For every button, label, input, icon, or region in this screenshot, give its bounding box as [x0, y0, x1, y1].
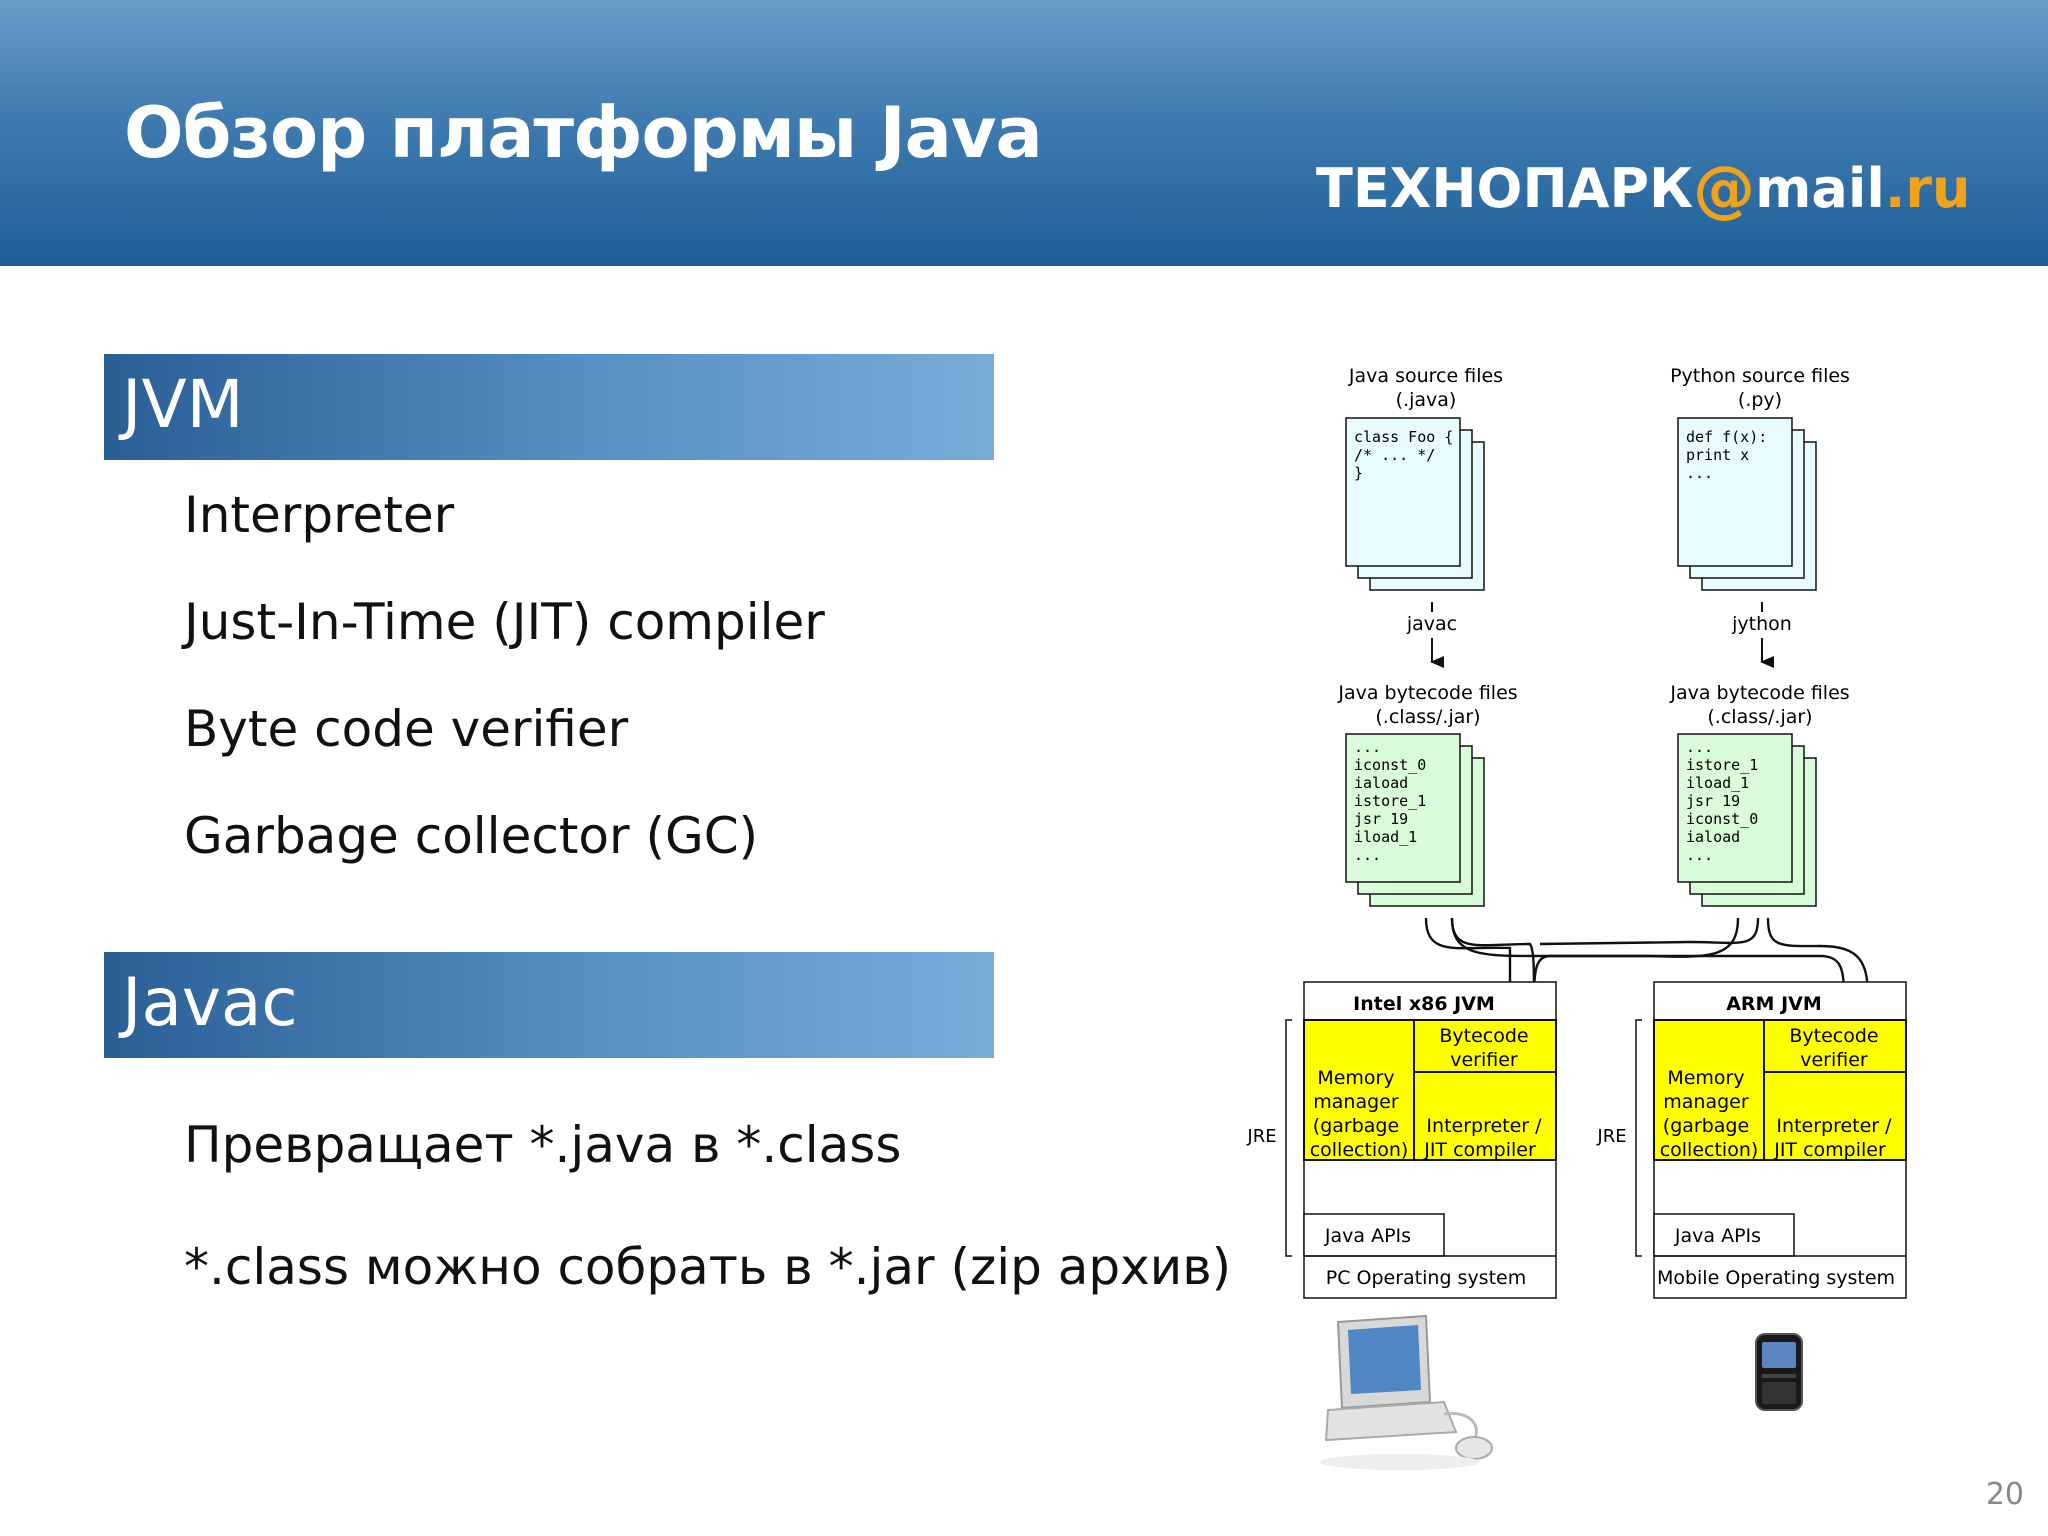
python-source-stack: def f(x): print x ...: [1677, 417, 1817, 591]
arm-memory-manager: Memory manager (garbage collection): [1660, 1067, 1759, 1161]
page-number: 20: [1985, 1477, 2024, 1512]
section-javac-bar: Javac: [104, 952, 994, 1058]
bytecode-left: ... iconst_0 iaload istore_1 jsr 19 iloa…: [1354, 738, 1435, 864]
x86-interpreter-2: JIT compiler: [1423, 1139, 1536, 1161]
x86-memory-manager: Memory manager (garbage collection): [1310, 1067, 1409, 1161]
x86-verifier-2: verifier: [1450, 1049, 1518, 1071]
distribution-arrows: [1424, 917, 1881, 1004]
arm-jvm-block: ARM JVM Bytecode verifier Memory manager…: [1596, 981, 1907, 1299]
arm-interpreter-1: Interpreter /: [1776, 1115, 1892, 1137]
bytecode-page: [1677, 733, 1793, 883]
java-source-ext: (.java): [1396, 389, 1457, 411]
python-code: def f(x): print x ...: [1686, 428, 1776, 482]
logo-ru: ru: [1905, 156, 1971, 220]
java-source-stack: class Foo { /* ... */ }: [1345, 417, 1485, 591]
list-item: Byte code verifier: [184, 700, 629, 758]
bytecode-ext-right: (.class/.jar): [1707, 706, 1812, 728]
arm-jre-label: JRE: [1596, 1126, 1626, 1147]
logo-at: @: [1693, 151, 1756, 225]
arm-verifier-1: Bytecode: [1789, 1025, 1878, 1047]
x86-os: PC Operating system: [1326, 1267, 1526, 1289]
source-page: [1677, 417, 1793, 567]
x86-jre-label: JRE: [1246, 1126, 1276, 1147]
java-platform-diagram: Java source files (.java) class Foo { /*…: [1246, 365, 1907, 1470]
section-javac-heading: Javac: [122, 964, 298, 1041]
slide-title: Обзор платформы Java: [124, 92, 1043, 174]
logo-main: ТЕХНОПАРК: [1316, 156, 1694, 220]
python-source-ext: (.py): [1738, 389, 1782, 411]
list-item: Garbage collector (GC): [184, 807, 759, 865]
left-to-x86-arrow: [1424, 917, 1522, 1004]
section-jvm-heading: JVM: [122, 366, 244, 443]
bytecode-stack-right: ... istore_1 iload_1 jsr 19 iconst_0 ial…: [1677, 733, 1817, 907]
x86-jvm-title: Intel x86 JVM: [1353, 993, 1495, 1015]
bytecode-title-left: Java bytecode files: [1337, 682, 1517, 704]
x86-jvm-core: [1303, 1019, 1557, 1161]
smartphone-icon: [1755, 1333, 1803, 1411]
list-item: Interpreter: [184, 486, 455, 544]
section-jvm-bar: JVM: [104, 354, 994, 460]
jython-label: jython: [1731, 613, 1792, 635]
logo-mail: mail: [1755, 156, 1885, 220]
bytecode-stack-left: ... iconst_0 iaload istore_1 jsr 19 iloa…: [1345, 733, 1485, 907]
laptop-icon: [1320, 1314, 1493, 1470]
arm-verifier-2: verifier: [1800, 1049, 1868, 1071]
technopark-logo: ТЕХНОПАРК@mail.ru: [1316, 148, 1970, 228]
source-page: [1345, 417, 1461, 567]
left-to-arm-arrow: [1450, 917, 1857, 1004]
x86-jvm-block: Intel x86 JVM Bytecode verifier Memory m…: [1246, 981, 1557, 1299]
python-source-title: Python source files: [1670, 365, 1850, 387]
list-item: *.class можно собрать в *.jar (zip архив…: [184, 1238, 1232, 1296]
java-source-title: Java source files: [1348, 365, 1503, 387]
arm-os: Mobile Operating system: [1657, 1267, 1895, 1289]
arm-interpreter-2: JIT compiler: [1773, 1139, 1886, 1161]
list-item: Превращает *.java в *.class: [184, 1116, 902, 1174]
javac-label: javac: [1406, 613, 1457, 635]
x86-java-apis-box: [1303, 1213, 1445, 1257]
list-item: Just-In-Time (JIT) compiler: [184, 593, 825, 651]
javac-list: Превращает *.java в *.class *.class можн…: [184, 1116, 1231, 1345]
bytecode-page: [1345, 733, 1461, 883]
logo-dot: .: [1884, 156, 1906, 220]
bytecode-ext-left: (.class/.jar): [1375, 706, 1480, 728]
java-code: class Foo { /* ... */ }: [1354, 428, 1462, 482]
left-to-x86-arrow-2: [1450, 917, 1547, 1004]
arm-jvm-core: [1653, 1019, 1907, 1161]
right-to-x86-link: [1539, 917, 1760, 946]
right-to-arm-arrow: [1766, 917, 1881, 1004]
arm-java-apis-box: [1653, 1213, 1795, 1257]
x86-java-apis: Java APIs: [1324, 1225, 1411, 1247]
bytecode-title-right: Java bytecode files: [1669, 682, 1849, 704]
arm-java-apis: Java APIs: [1674, 1225, 1761, 1247]
x86-interpreter-1: Interpreter /: [1426, 1115, 1542, 1137]
jvm-list: Interpreter Just-In-Time (JIT) compiler …: [184, 486, 825, 914]
x86-verifier-1: Bytecode: [1439, 1025, 1528, 1047]
arm-jvm-title: ARM JVM: [1726, 993, 1822, 1015]
arm-jre-bracket: [1635, 1019, 1642, 1257]
bytecode-right: ... istore_1 iload_1 jsr 19 iconst_0 ial…: [1686, 738, 1767, 864]
x86-jre-bracket: [1285, 1019, 1292, 1257]
slide-header: Обзор платформы Java ТЕХНОПАРК@mail.ru: [0, 0, 2048, 266]
